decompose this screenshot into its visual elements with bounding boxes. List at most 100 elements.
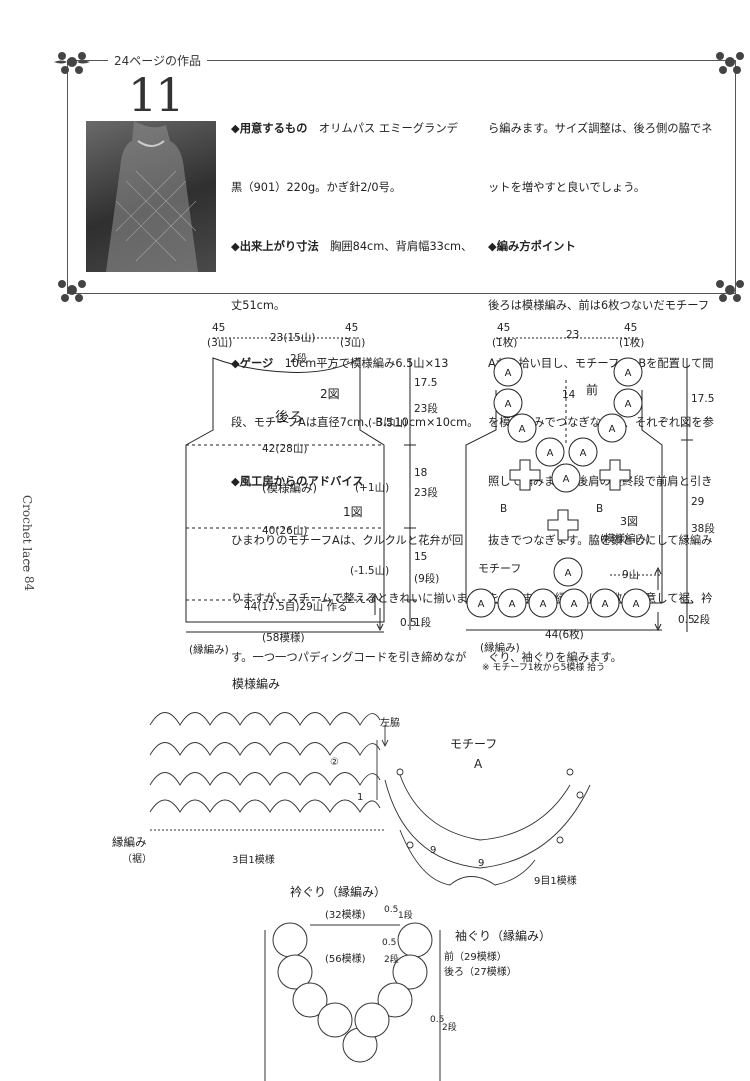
neck-rows-05: 0.5 <box>384 905 398 915</box>
text-line: ◆編み方ポイント <box>488 239 576 253</box>
neck-chart-title: 衿ぐり（縁編み） <box>290 884 386 899</box>
back-inc: (+1山) <box>355 482 389 494</box>
svg-text:A: A <box>478 599 485 610</box>
back-piece-labels: 45 (3山) 23(15山) 45 (3山) 2段 2図 後ろ (-3.5山)… <box>189 322 439 656</box>
back-edge-width: (58模様) <box>262 631 305 644</box>
svg-text:A: A <box>547 448 554 459</box>
neck-rows-05: 0.5 <box>382 938 396 948</box>
back-neck-rows: 2段 <box>290 352 308 365</box>
text-line: りますが、スチームで整えるときれいに揃いま <box>231 592 468 606</box>
front-title: 前 <box>586 382 598 397</box>
motif-nine: 9 <box>430 845 436 856</box>
text-line: 段、モチーフAは直径7cm、Bは10cm×10cm。 <box>231 416 479 430</box>
svg-text:A: A <box>519 424 526 435</box>
back-pattern: (模様編み) <box>262 481 317 495</box>
back-r2-h: 18 <box>414 467 427 479</box>
front-b-label: B <box>500 503 507 515</box>
motif-b <box>599 459 631 491</box>
motif-a <box>568 437 598 467</box>
front-h-29: 29 <box>691 496 704 508</box>
svg-text:A: A <box>571 599 578 610</box>
front-pattern: (模様編み) <box>600 532 650 545</box>
back-w42: 42(28山) <box>262 443 307 455</box>
motif-a <box>559 588 589 618</box>
front-top-45-right-sub: (1枚) <box>619 336 644 349</box>
pattern-chart <box>149 712 389 831</box>
front-top-23: 23 <box>566 329 579 341</box>
back-top-45-left: 45 <box>212 322 225 334</box>
text-line: 黒（901）220g。かぎ針2/0号。 <box>231 180 402 194</box>
front-mountain: 9山 <box>622 569 639 581</box>
garment-photo <box>86 121 216 272</box>
back-top-45-right-sub: (3山) <box>340 337 365 349</box>
motif-a <box>613 357 643 387</box>
flower-ornament-icon <box>716 280 744 302</box>
pattern-edge: 縁編み <box>112 835 147 849</box>
motif-a-chart <box>384 768 591 886</box>
text-line: ◆用意するもの オリムパス エミーグランデ <box>231 122 458 136</box>
text-line: 丈51cm。 <box>231 298 286 312</box>
back-r4-rows: 1段 <box>414 616 432 629</box>
book-title: Crochet lace <box>20 495 34 573</box>
front-edge-width: 44(6枚) <box>545 628 584 641</box>
flower-ornament-icon <box>54 52 90 74</box>
sleeve-front-count: 前（29模様） <box>444 950 507 963</box>
text-line: 照して編みます。後肩の最終段で前肩と引き <box>488 474 713 488</box>
front-piece-labels: 45 (1枚) 23 45 (1枚) 前 14 B B 3図 (模様編み) モチ… <box>478 322 715 673</box>
front-top-45-left-sub: (1枚) <box>492 336 517 349</box>
svg-text:A: A <box>563 474 570 485</box>
motif-a <box>535 437 565 467</box>
svg-text:A: A <box>609 424 616 435</box>
neck-rows-2: 2段 <box>384 953 399 965</box>
header-box <box>67 60 736 294</box>
back-dec2: (-1.5山) <box>350 565 389 577</box>
back-r1-rows: 23段 <box>414 402 438 415</box>
pattern-repeat: 3目1模様 <box>232 853 275 866</box>
motif-a <box>590 588 620 618</box>
front-h-175: 17.5 <box>691 393 714 405</box>
page-reference: 24ページの作品 <box>108 52 208 69</box>
text-line: ◆出来上がり寸法 胸囲84cm、背肩幅33cm、 <box>231 239 473 253</box>
back-top-45-right: 45 <box>345 322 358 334</box>
back-fig1: 1図 <box>343 505 363 519</box>
work-number: 11 <box>128 68 185 122</box>
motif-a <box>597 413 627 443</box>
pattern-row2: ② <box>330 757 339 768</box>
motif-a <box>497 588 527 618</box>
page-number: — 84 <box>22 560 36 592</box>
motif-a <box>551 463 581 493</box>
motif-a <box>528 588 558 618</box>
sleeve-title: 袖ぐり（縁編み） <box>455 928 551 943</box>
text-line: ぐり、袖ぐりを編みます。 <box>488 651 622 665</box>
motif-a <box>493 357 523 387</box>
back-bottom: 44(17.5目)29山 作る <box>244 601 348 613</box>
text-line: す。一つ一つパディングコードを引き締めなが <box>231 651 467 665</box>
back-r3-h: 15 <box>414 551 427 563</box>
front-h-05-rows: 2段 <box>693 613 711 626</box>
front-edge-label: (縁編み) <box>480 641 520 654</box>
front-h14: 14 <box>562 389 576 401</box>
pattern-chart-title: 模様編み <box>232 676 280 691</box>
text-line: ◆風工房からのアドバイス <box>231 474 364 488</box>
back-r2-rows: 23段 <box>414 486 438 499</box>
back-top-45-left-sub: (3山) <box>207 337 232 349</box>
motif-nine: 9 <box>478 858 484 869</box>
svg-text:A: A <box>633 599 640 610</box>
motif-repeat: 9目1模様 <box>534 874 577 887</box>
motif-a <box>493 388 523 418</box>
back-r3-rows: (9段) <box>414 572 439 585</box>
front-note: ※ モチーフ1枚から5模様 拾う <box>482 661 605 673</box>
text-line: Aから拾い目し、モチーフAとBを配置して間 <box>488 357 714 371</box>
text-line: 抜きでつなぎます。脇を鎖とじにして縁編み <box>488 533 713 547</box>
back-r4-h: 0.5 <box>400 617 417 629</box>
neck-chart <box>264 922 441 1081</box>
svg-text:A: A <box>580 448 587 459</box>
motif-b <box>509 459 541 491</box>
materials-block: ◆用意するもの オリムパス エミーグランデ 黒（901）220g。かぎ針2/0号… <box>231 80 478 687</box>
svg-text:A: A <box>505 368 512 379</box>
flower-ornament-icon <box>716 52 744 74</box>
back-fig2: 2図 <box>320 387 340 401</box>
text-line: ら編みます。サイズ調整は、後ろ側の脇でネ <box>488 122 713 136</box>
back-title: 後ろ <box>275 410 303 426</box>
